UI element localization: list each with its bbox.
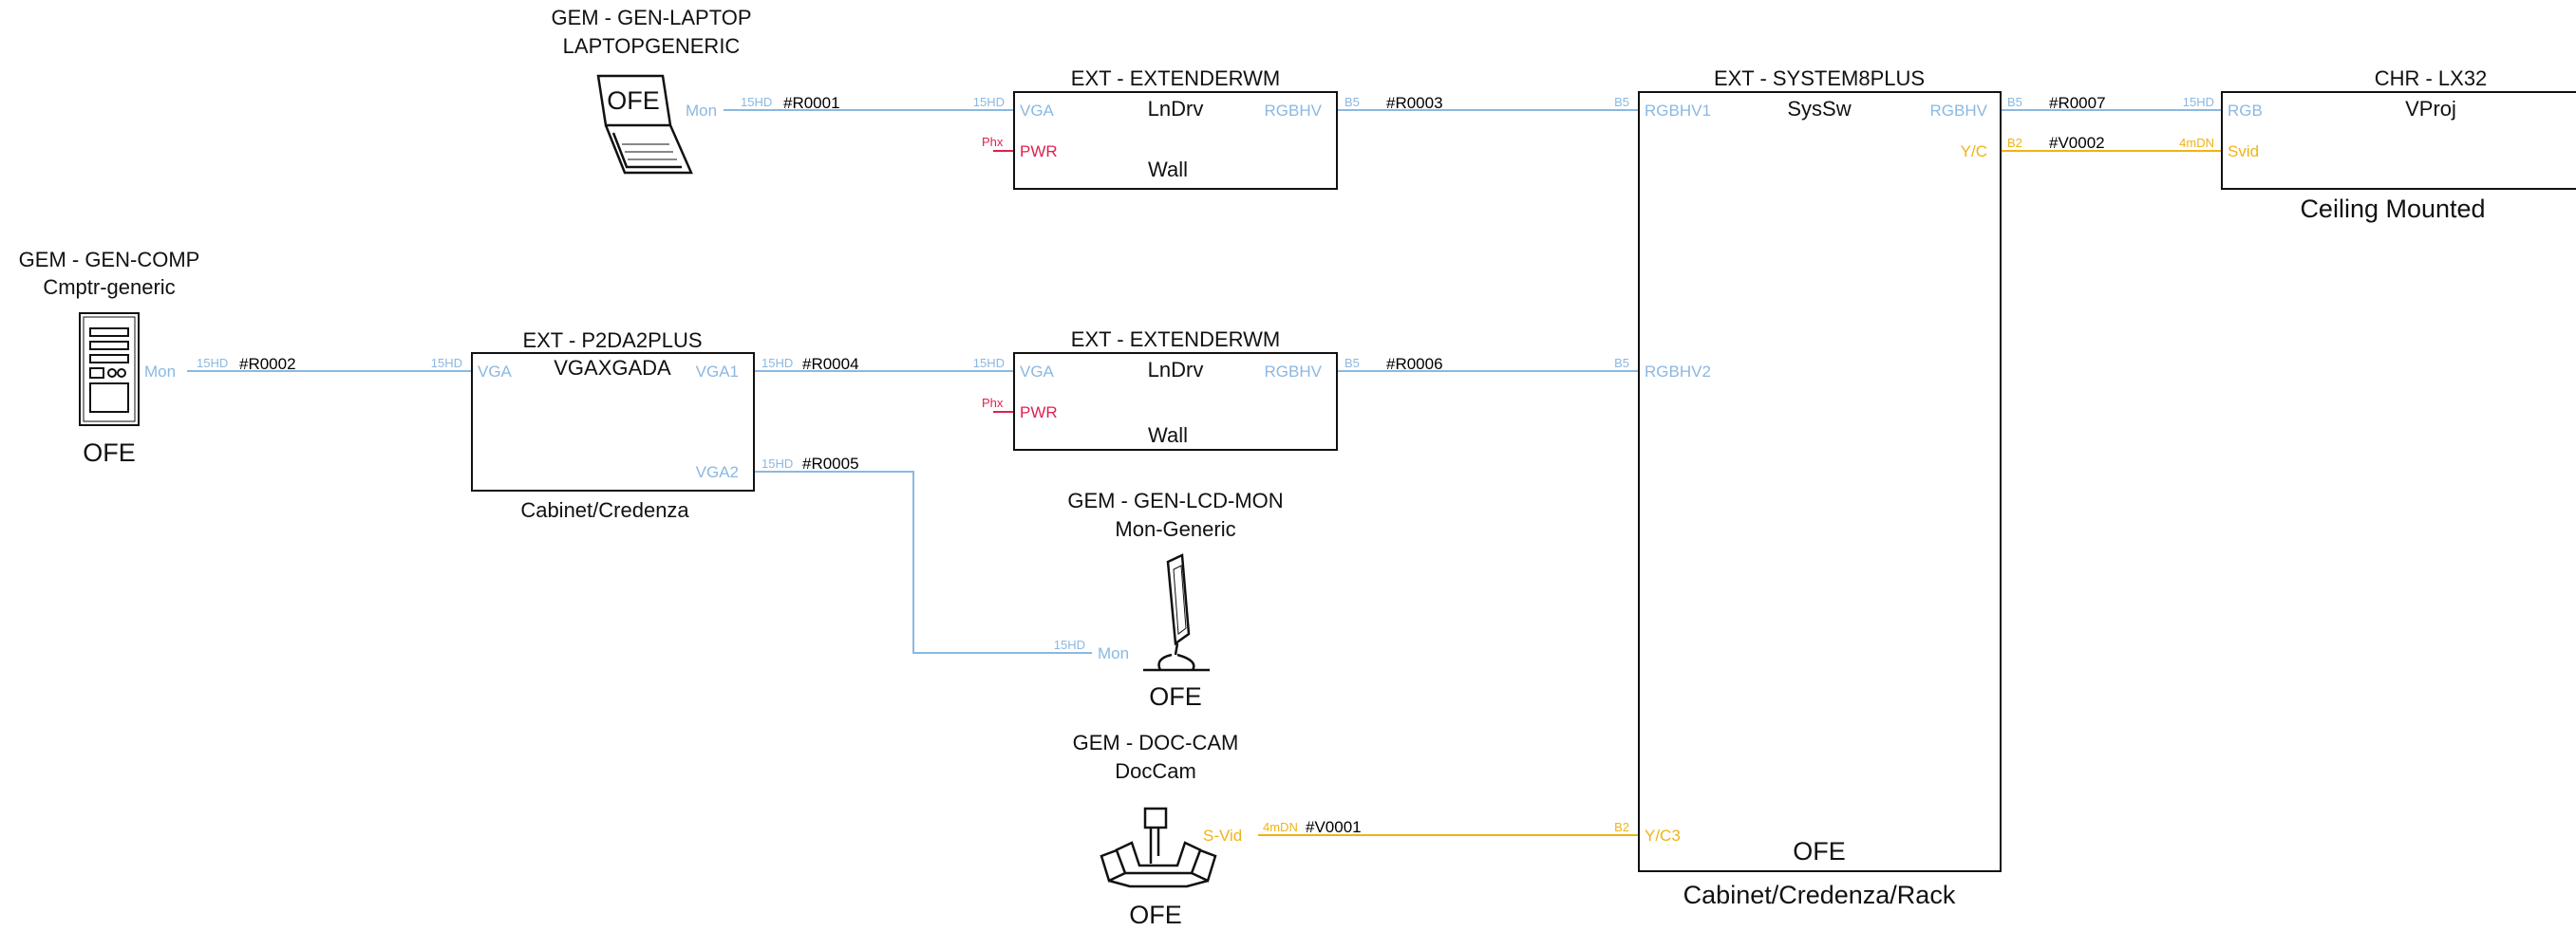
cable-v0001: #V0001 — [1306, 818, 1362, 836]
device-projector: CHR - LX32 VProj Ceiling Mounted RGB 15H… — [2179, 66, 2576, 223]
port-power: PWR — [1020, 142, 1058, 160]
connector-in-3: B2 — [1614, 820, 1629, 834]
device-badge: OFE — [607, 86, 660, 115]
device-box — [1013, 352, 1338, 451]
connector-out-1: 15HD — [762, 356, 793, 370]
port-out-2: Y/C — [1961, 142, 1987, 160]
connector-out-2: B2 — [2007, 136, 2022, 150]
port-out: RGBHV — [1265, 102, 1323, 120]
device-location: Cabinet/Credenza — [520, 498, 689, 522]
device-footer: OFE — [83, 438, 136, 467]
connector-svid: 4mDN — [2179, 136, 2214, 150]
device-model: DocCam — [1115, 759, 1196, 783]
device-model: LnDrv — [1148, 97, 1204, 121]
port-label: Mon — [144, 363, 176, 381]
cable-r0002: #R0002 — [239, 355, 296, 373]
device-lcd-monitor: GEM - GEN-LCD-MON Mon-Generic OFE Mon 15… — [1054, 489, 1284, 711]
cable-r0004: #R0004 — [802, 355, 859, 373]
port-label: Mon — [1098, 644, 1129, 662]
device-location: Ceiling Mounted — [2300, 195, 2485, 223]
monitor-icon — [1143, 553, 1210, 672]
connector-in-2: B5 — [1614, 356, 1629, 370]
cable-labels: #R0001 #R0003 #R0007 #V0002 #R0002 #R000… — [239, 94, 2106, 836]
connector-label: 15HD — [197, 356, 228, 370]
device-doc-camera: GEM - DOC-CAM DocCam OFE S-Vid 4mDN — [1073, 731, 1298, 929]
port-rgb: RGB — [2228, 102, 2263, 120]
device-title: EXT - P2DA2PLUS — [522, 328, 702, 352]
connector-out: B5 — [1344, 95, 1360, 109]
device-model: LnDrv — [1148, 358, 1204, 382]
port-out-2: VGA2 — [696, 463, 739, 481]
port-out-1: VGA1 — [696, 363, 739, 381]
device-title: GEM - GEN-LAPTOP — [551, 6, 751, 29]
device-location: Wall — [1148, 158, 1188, 181]
device-box — [1013, 91, 1338, 190]
wire-r0005 — [754, 471, 1092, 654]
device-distribution-amp: EXT - P2DA2PLUS VGAXGADA Cabinet/Credenz… — [431, 328, 794, 522]
device-model: LAPTOPGENERIC — [563, 34, 741, 58]
connector-in: 15HD — [431, 356, 462, 370]
device-footer: OFE — [1793, 837, 1846, 866]
device-title: GEM - GEN-LCD-MON — [1067, 489, 1283, 512]
device-model: Mon-Generic — [1115, 517, 1235, 541]
device-footer: OFE — [1149, 682, 1202, 711]
cable-r0003: #R0003 — [1386, 94, 1443, 112]
connector-in: 15HD — [973, 356, 1005, 370]
port-out: RGBHV — [1265, 363, 1323, 381]
connector-label: 4mDN — [1263, 820, 1298, 834]
device-box — [471, 352, 755, 492]
device-title: EXT - SYSTEM8PLUS — [1714, 66, 1925, 90]
device-title: GEM - DOC-CAM — [1073, 731, 1239, 754]
port-svid: Svid — [2228, 142, 2259, 160]
connector-label: 15HD — [741, 95, 772, 109]
document-camera-icon — [1100, 807, 1217, 888]
connector-out: B5 — [2007, 95, 2022, 109]
device-title: EXT - EXTENDERWM — [1071, 66, 1280, 90]
device-laptop: GEM - GEN-LAPTOP LAPTOPGENERIC OFE Mon 1… — [551, 6, 772, 175]
port-in: VGA — [1020, 363, 1055, 381]
device-title: EXT - EXTENDERWM — [1071, 327, 1280, 351]
computer-tower-icon — [79, 312, 140, 426]
device-model: Cmptr-generic — [43, 275, 175, 299]
port-power: PWR — [1020, 403, 1058, 421]
device-title: CHR - LX32 — [2375, 66, 2488, 90]
device-model: VGAXGADA — [554, 356, 671, 380]
port-in: VGA — [1020, 102, 1055, 120]
device-extender-1: EXT - EXTENDERWM LnDrv Wall VGA 15HD PWR… — [973, 66, 1360, 190]
device-extender-2: EXT - EXTENDERWM LnDrv Wall VGA 15HD PWR… — [973, 327, 1360, 451]
cable-r0005: #R0005 — [802, 455, 859, 473]
connector-rgb: 15HD — [2183, 95, 2214, 109]
device-title: GEM - GEN-COMP — [19, 248, 200, 271]
device-box — [2221, 91, 2576, 190]
device-model: VProj — [2405, 97, 2456, 121]
wires — [187, 109, 2222, 836]
connector-out-2: 15HD — [762, 456, 793, 471]
cable-r0006: #R0006 — [1386, 355, 1443, 373]
device-switcher: EXT - SYSTEM8PLUS SysSw OFE Cabinet/Cred… — [1614, 66, 2022, 909]
port-out: RGBHV — [1930, 102, 1988, 120]
device-footer: OFE — [1129, 901, 1182, 929]
device-model: SysSw — [1787, 97, 1851, 121]
connector-power: Phx — [982, 396, 1004, 410]
connector-in-1: B5 — [1614, 95, 1629, 109]
port-in-3: Y/C3 — [1645, 827, 1681, 845]
device-computer: GEM - GEN-COMP Cmptr-generic OFE Mon 15H… — [19, 248, 229, 467]
port-in-1: RGBHV1 — [1645, 102, 1711, 120]
connector-out: B5 — [1344, 356, 1360, 370]
connector-power: Phx — [982, 135, 1004, 149]
cable-r0001: #R0001 — [783, 94, 840, 112]
cable-r0007: #R0007 — [2049, 94, 2106, 112]
device-location: Wall — [1148, 423, 1188, 447]
device-box — [1638, 91, 2002, 872]
port-in: VGA — [478, 363, 513, 381]
port-label: Mon — [686, 102, 717, 120]
port-in-2: RGBHV2 — [1645, 363, 1711, 381]
port-label: S-Vid — [1203, 827, 1242, 845]
cable-v0002: #V0002 — [2049, 134, 2105, 152]
device-location: Cabinet/Credenza/Rack — [1683, 881, 1956, 909]
connector-label: 15HD — [1054, 638, 1085, 652]
laptop-icon — [596, 74, 693, 175]
connector-in: 15HD — [973, 95, 1005, 109]
